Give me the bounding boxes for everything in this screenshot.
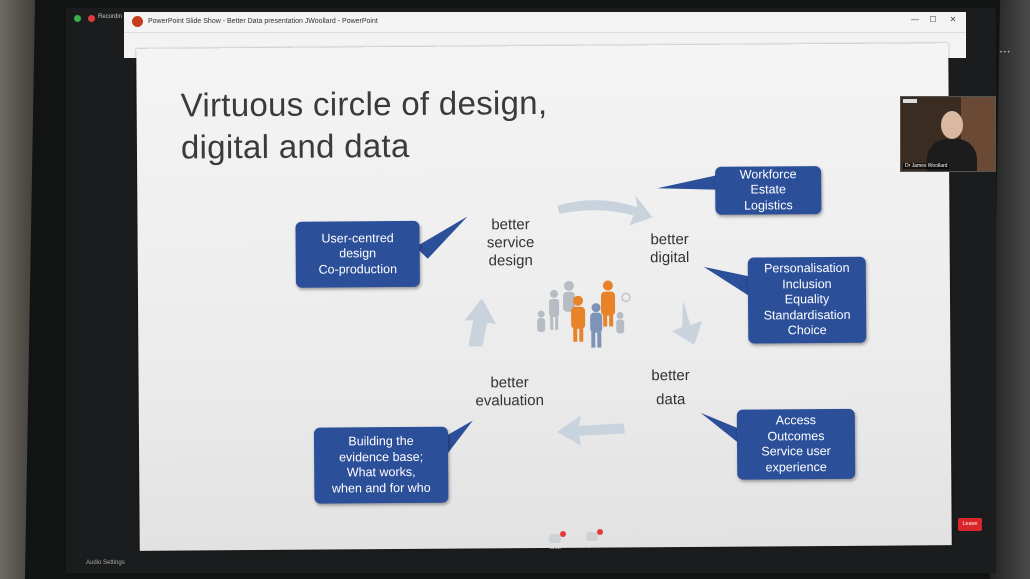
cycle-diagram: [415, 174, 751, 457]
callout-tail-user-centred: [415, 216, 468, 259]
arrow-bottom-icon: [556, 415, 625, 446]
callout-evidence: Building the evidence base; What works, …: [313, 426, 449, 504]
label-better-evaluation: better evaluation: [475, 374, 544, 410]
chat-button[interactable]: Chat: [545, 531, 566, 551]
title-bar: PowerPoint Slide Show - Better Data pres…: [124, 12, 966, 33]
more-icon[interactable]: • • •: [1000, 50, 1010, 56]
shield-icon: [74, 15, 81, 22]
callout-tail-personalisation: [703, 266, 751, 297]
label-better-data: better data: [651, 366, 690, 409]
callout-tail-workforce: [657, 174, 720, 190]
close-button[interactable]: ✕: [949, 15, 957, 24]
leave-button[interactable]: Leave: [958, 518, 982, 531]
minimize-button[interactable]: —: [911, 15, 919, 24]
family-icon: [537, 280, 631, 348]
webcam-thumbnail[interactable]: Dr James Woollard: [900, 96, 996, 172]
audio-settings[interactable]: Audio Settings: [86, 560, 125, 566]
slide: Virtuous circle of design, digital and d…: [136, 43, 952, 551]
callout-tail-evidence: [440, 420, 473, 457]
webcam-person-head: [941, 111, 963, 139]
arrow-left-icon: [464, 298, 497, 347]
powerpoint-icon: [132, 16, 143, 27]
label-better-digital: better digital: [650, 230, 690, 267]
recording-icon: [88, 15, 95, 22]
qa-button[interactable]: Q&A: [582, 529, 603, 549]
qa-icon: [586, 529, 603, 541]
callout-access: Access Outcomes Service user experience: [736, 408, 856, 480]
label-better-service-design: better service design: [486, 216, 535, 270]
callout-personalisation: Personalisation Inclusion Equality Stand…: [747, 256, 867, 344]
chat-badge: [560, 531, 566, 537]
arrow-top-icon: [557, 195, 653, 226]
chat-icon: [549, 531, 566, 543]
callout-user-centred: User-centred design Co-production: [295, 220, 420, 288]
side-icons: • • •: [1000, 50, 1010, 56]
webcam-toolbar[interactable]: [903, 99, 917, 103]
callout-tail-access: [700, 412, 744, 447]
arrow-right-icon: [672, 300, 703, 345]
qa-badge: [597, 529, 603, 535]
zoom-status-bar: Recordin: [66, 10, 126, 28]
webcam-name: Dr James Woollard: [903, 163, 950, 169]
restore-button[interactable]: ☐: [929, 15, 937, 24]
window-title: PowerPoint Slide Show - Better Data pres…: [148, 18, 378, 25]
recording-label: Recordin: [98, 14, 123, 20]
callout-workforce: Workforce Estate Logistics: [715, 166, 822, 215]
